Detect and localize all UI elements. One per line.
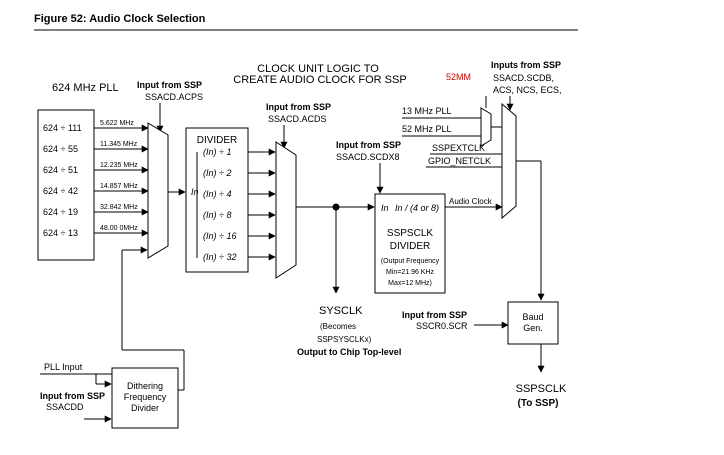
sysclk-label: SYSCLK [319,305,363,317]
divider-item-label: (In) ÷ 32 [203,252,236,262]
divider-box [185,127,249,273]
sspsclk-div-note1: (Output Frequency [381,258,440,265]
pll-divisor-label: 624 ÷ 19 [43,207,78,217]
annotation-52mm: 52MM [446,72,471,82]
scdx8-input-title: Input from SSP [336,140,401,150]
baud-signal: SSCR0.SCR [416,321,468,331]
dither-line3: Divider [131,403,159,413]
pll-divisor-rows: 624 ÷ 111 5.622 MHz 624 ÷ 55 11.345 MHz 624 … [43,120,149,238]
acds-input-title: Input from SSP [266,102,331,112]
pll-divisor-label: 624 ÷ 111 [43,123,82,133]
junction-dot [332,203,340,211]
header-line1: CLOCK UNIT LOGIC TO [257,63,379,75]
acds-signal: SSACD.ACDS [268,114,327,124]
acps-signal: SSACD.ACPS [145,92,203,102]
scdx8-signal: SSACD.SCDX8 [336,152,400,162]
divider-item-label: (In) ÷ 16 [203,231,236,241]
baud-input-title: Input from SSP [402,310,467,320]
divider-rows: (In) ÷ 1 (In) ÷ 2 (In) ÷ 4 (In) ÷ 8 (In) ÷ 1… [203,147,276,262]
sspextclk-label: SSPEXTCLK [432,143,485,153]
audio-clock-label: Audio Clock [449,197,493,206]
sspsclk-div-note3: Max=12 MHz) [388,280,432,287]
sysclk-sspsysclk: SSPSYSCLKx) [317,335,372,344]
divider-in-label: In [191,187,199,197]
pll13-label: 13 MHz PLL [402,106,452,116]
divider-item-label: (In) ÷ 4 [203,189,231,199]
figure-title: Figure 52: Audio Clock Selection [34,13,206,25]
divider-title: DIVIDER [197,135,238,146]
gpio-netclk-label: GPIO_NETCLK [428,156,491,166]
pll-freq-label: 48.00 0MHz [100,225,138,232]
pll-freq-label: 11.345 MHz [100,141,138,148]
right-mux [501,102,517,220]
dither-input-title: Input from SSP [40,391,105,401]
baud-gen-box [507,301,559,345]
sysclk-becomes: (Becomes [320,322,356,331]
pll-freq-label: 5.622 MHz [100,120,134,127]
sspsclk-divider-box [374,193,446,294]
sspsclk-div-expr: In / (4 or 8) [395,203,439,213]
dither-line2: Frequency [124,392,167,402]
acds-mux [275,141,297,279]
pll-box [37,109,95,261]
acps-mux [147,122,169,259]
pll-freq-label: 32.842 MHz [100,204,138,211]
pll52-label: 52 MHz PLL [402,124,452,134]
pll-divisor-label: 624 ÷ 42 [43,186,78,196]
pll-label: 624 MHz PLL [52,82,119,94]
pll-freq-label: 12.235 MHz [100,162,138,169]
sspsclk-out-label: SSPSCLK [516,383,567,395]
pll-freq-label: 14.857 MHz [100,183,138,190]
sspsclk-out-sub: (To SSP) [518,398,559,409]
header-line2: CREATE AUDIO CLOCK FOR SSP [233,74,406,86]
pll-divisor-label: 624 ÷ 55 [43,144,78,154]
right-signal-2: ACS, NCS, ECS, [493,85,562,95]
dither-signal: SSACDD [46,402,84,412]
divider-item-label: (In) ÷ 1 [203,147,231,157]
sspsclk-div-title1: SSPSCLK [387,228,433,239]
sysclk-output-text: Output to Chip Top-level [297,347,401,357]
acps-input-title: Input from SSP [137,80,202,90]
right-inputs-title: Inputs from SSP [491,60,561,70]
right-signal-1: SSACD.SCDB, [493,73,554,83]
pll-input-label: PLL Input [44,362,83,372]
pll-divisor-label: 624 ÷ 51 [43,165,78,175]
dither-box [111,367,179,429]
baud-gen-line2: Gen. [523,323,543,333]
pll-select-mux [480,107,492,147]
divider-item-label: (In) ÷ 2 [203,168,231,178]
sspsclk-div-title2: DIVIDER [390,241,431,252]
pll-divisor-label: 624 ÷ 13 [43,228,78,238]
sspsclk-div-in: In [381,203,389,213]
sspsclk-div-note2: Min=21.96 KHz [386,269,435,276]
divider-item-label: (In) ÷ 8 [203,210,231,220]
baud-gen-line1: Baud [522,312,543,322]
dither-line1: Dithering [127,381,163,391]
